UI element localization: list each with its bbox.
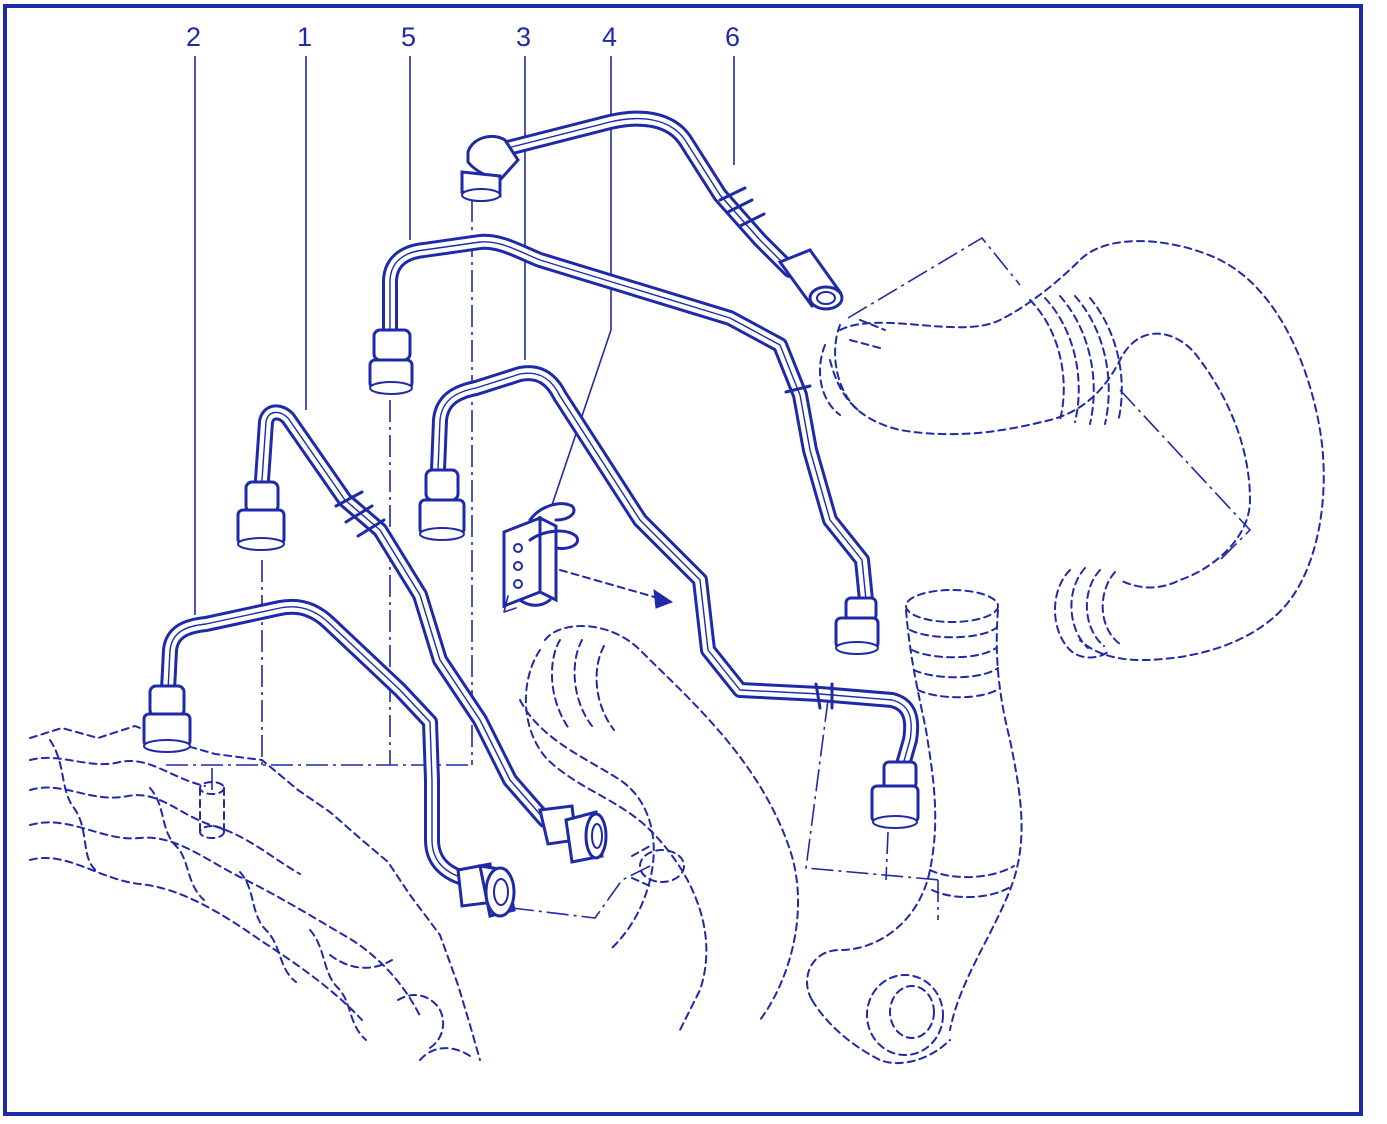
alignment-lines <box>166 200 1252 920</box>
engine-block-outline <box>29 725 481 1061</box>
upper-right-hose-outline <box>819 240 1325 661</box>
pipe-2 <box>142 598 516 918</box>
clip-4 <box>502 502 579 613</box>
callout-1: 1 <box>297 22 312 52</box>
pipe-5 <box>368 233 880 655</box>
callout-3: 3 <box>516 22 531 52</box>
callout-5: 5 <box>401 22 416 52</box>
pipe-1 <box>236 404 608 864</box>
callout-2: 2 <box>186 22 201 52</box>
pipe-3 <box>418 365 920 829</box>
callout-4: 4 <box>602 22 617 52</box>
pipe-6 <box>460 110 844 311</box>
callout-6: 6 <box>725 22 740 52</box>
right-vertical-hose-outline <box>806 589 1023 1065</box>
diagram-border <box>3 4 1363 1116</box>
lower-hose-outline <box>519 625 800 1031</box>
